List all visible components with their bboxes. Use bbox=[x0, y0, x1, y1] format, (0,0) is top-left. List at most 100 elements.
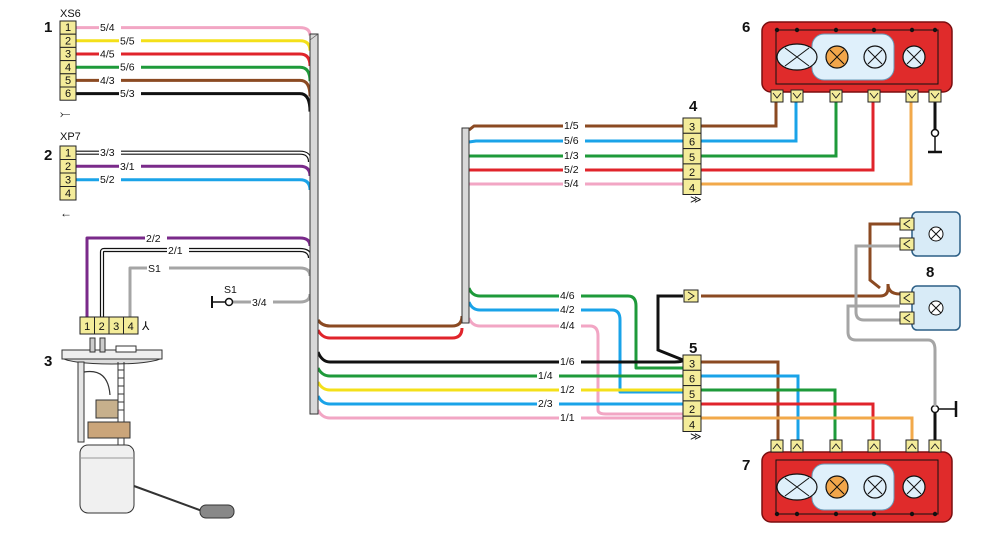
xs6-pin-label: 3 bbox=[65, 49, 71, 61]
lamp-bus-node bbox=[794, 511, 800, 517]
ground-point-lamp7 bbox=[930, 404, 940, 414]
lamp-terminal-2 bbox=[790, 89, 804, 103]
lamp-terminal-mark bbox=[772, 443, 782, 450]
wire-label-w8: 3/1 bbox=[120, 161, 135, 173]
wire-label-w23: 1/4 bbox=[538, 370, 553, 382]
xp7-pin-label: 1 bbox=[65, 148, 71, 160]
wire-label-w3: 4/5 bbox=[100, 49, 115, 61]
wire-w3 bbox=[316, 327, 464, 340]
wire-label-bg bbox=[99, 48, 121, 60]
component-number-8: 8 bbox=[926, 264, 934, 281]
plate-lamp-terminal bbox=[899, 311, 915, 325]
wire-label-w9: 5/2 bbox=[100, 174, 115, 186]
lamp-terminal-mark bbox=[831, 92, 841, 99]
wire-label-bg bbox=[537, 370, 559, 381]
connector-name-xp7: XP7 bbox=[60, 131, 81, 143]
wire-label-w21: 4/4 bbox=[560, 320, 575, 332]
plate-lamp-filament bbox=[930, 302, 942, 314]
wire-label-bg bbox=[559, 412, 581, 423]
wire-w11-outline bbox=[99, 247, 313, 317]
plate-lamp-terminal bbox=[899, 217, 915, 231]
wire-w15 bbox=[468, 139, 683, 144]
wire-c4-lamp6-2 bbox=[701, 102, 838, 158]
ground-point-lamp6 bbox=[930, 128, 940, 138]
wire-label-bg bbox=[559, 304, 581, 315]
c4-pin-label: 4 bbox=[689, 183, 695, 195]
lamp-terminal-6 bbox=[928, 89, 942, 103]
wire-w22 bbox=[316, 351, 685, 364]
connector-symbol-4: ≫ bbox=[690, 194, 702, 206]
lamp-bulb-filament bbox=[784, 47, 810, 67]
wire-label-bg bbox=[559, 384, 581, 395]
wire-c5-black-link bbox=[656, 294, 684, 362]
c5-pin-label: 2 bbox=[689, 404, 695, 416]
xs6-pin-label: 4 bbox=[65, 62, 71, 74]
lamp-bus-node bbox=[932, 27, 938, 33]
plate-lamp-terminal-mark bbox=[903, 219, 911, 229]
xs6-pin-6 bbox=[59, 86, 77, 101]
plate-lamp-terminal bbox=[899, 237, 915, 251]
wire-label-bg bbox=[99, 74, 121, 86]
wire-w25 bbox=[316, 395, 683, 406]
connector-symbol-xs6: ⤚ bbox=[60, 106, 71, 121]
wire-label-bg bbox=[559, 320, 581, 331]
lamp-bus-node bbox=[794, 27, 800, 33]
inline-connector-mark bbox=[687, 291, 695, 301]
c4-pin-label: 5 bbox=[689, 152, 695, 164]
pump-pin-label: 2 bbox=[99, 321, 105, 333]
lamp-internal-bus bbox=[775, 29, 939, 85]
wire-w24 bbox=[316, 381, 683, 392]
wire-w11 bbox=[101, 249, 311, 317]
lamp-bulb-filament bbox=[829, 479, 845, 495]
wire-label-bg bbox=[99, 22, 121, 34]
wire-label-bg bbox=[119, 161, 141, 172]
rear-lamp-right: 7 bbox=[742, 439, 953, 523]
lamp-bus-node bbox=[774, 27, 780, 33]
wire-w23 bbox=[316, 367, 683, 378]
wire-label-w17: 5/2 bbox=[564, 164, 579, 176]
c4-pin-label: 2 bbox=[689, 167, 695, 179]
wire-label-bg bbox=[145, 233, 167, 244]
pump-pin-label: 3 bbox=[113, 321, 119, 333]
wire-label-w24: 1/2 bbox=[560, 384, 575, 396]
lamp-bus-node bbox=[932, 511, 938, 517]
c5-pin-label: 5 bbox=[689, 389, 695, 401]
wire-label-w11: 2/1 bbox=[168, 245, 183, 257]
wire-label-w7: 3/3 bbox=[100, 147, 115, 159]
wire-label-w10: 2/2 bbox=[146, 233, 161, 245]
wire-label-bg bbox=[537, 398, 559, 409]
wire-label-w2: 5/5 bbox=[120, 35, 135, 47]
lamp-bulb-filament bbox=[906, 49, 922, 65]
lamp-terminal-mark bbox=[930, 92, 940, 99]
main-harness-bundle bbox=[309, 33, 319, 415]
lamp-bus-node bbox=[833, 511, 839, 517]
lamp-internal-bus bbox=[775, 459, 939, 515]
lamp-bus-node bbox=[909, 511, 915, 517]
xs6-pin-label: 2 bbox=[65, 35, 71, 47]
wire-label-w4: 5/6 bbox=[120, 62, 135, 74]
wire-label-bg bbox=[119, 88, 141, 100]
wire-label-bg bbox=[99, 147, 121, 158]
lamp-terminal-3 bbox=[829, 89, 843, 103]
c4-pin-4 bbox=[682, 178, 702, 195]
wire-label-w6: 5/3 bbox=[120, 88, 135, 100]
lamp-bus-node bbox=[871, 511, 877, 517]
lamp-terminal-mark bbox=[869, 443, 879, 450]
component-number-5: 5 bbox=[689, 340, 697, 357]
wire-label-bg bbox=[251, 297, 273, 308]
wire-label-w15: 5/6 bbox=[564, 135, 579, 147]
lamp-terminal-1 bbox=[770, 89, 784, 103]
plate-lamp-filament bbox=[930, 228, 942, 240]
plate-lamp-terminal-mark bbox=[903, 313, 911, 323]
wire-label-bg bbox=[563, 120, 585, 131]
lamp-terminal-5 bbox=[905, 89, 919, 103]
lamp-terminal-mark bbox=[907, 443, 917, 450]
c5-pin-label: 3 bbox=[689, 358, 695, 370]
wire-w21 bbox=[467, 317, 683, 416]
component-number-6: 6 bbox=[742, 19, 750, 36]
wire-label-w26: 1/1 bbox=[560, 412, 575, 424]
wire-c5-lamp7-4 bbox=[701, 416, 914, 444]
lamp-bulb-filament bbox=[784, 477, 810, 497]
